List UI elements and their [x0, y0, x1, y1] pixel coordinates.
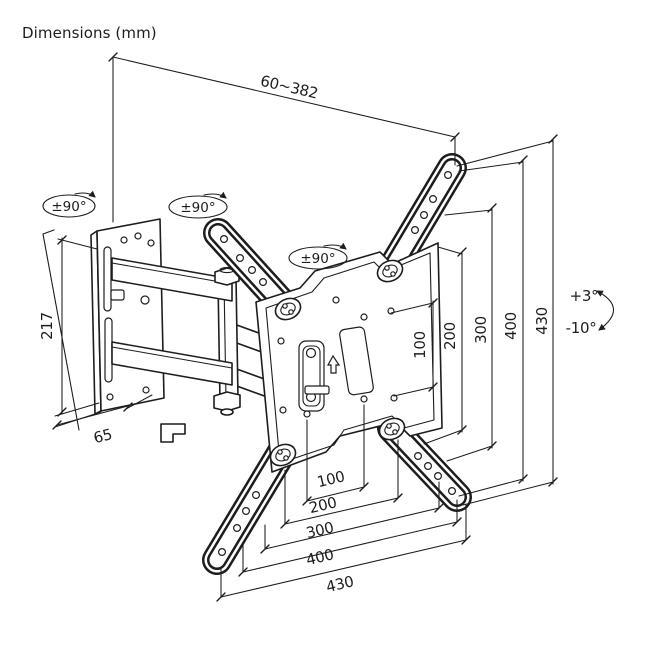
vesa-plate	[255, 242, 443, 473]
swivel-symbol-plate	[288, 242, 348, 270]
dim-vesa-vertical-300	[444, 203, 497, 462]
wall-plate-slot-bottom	[104, 317, 113, 383]
pivot-bosses	[269, 259, 406, 467]
dim-extension-range	[108, 52, 460, 223]
wall-plate-width-label: 65	[92, 425, 114, 447]
vesa-vertical-400-label: 400	[502, 312, 520, 340]
vesa-horizontal-400-label: 400	[304, 545, 335, 569]
dim-vesa-horizontal-400	[238, 499, 462, 577]
wall-edge	[42, 229, 80, 431]
swivel-symbol-wall	[42, 190, 96, 218]
tilt-symbol	[596, 290, 615, 331]
up-arrow-icon	[326, 354, 341, 374]
vesa-arm-bottom-right	[377, 413, 472, 512]
wall-plate	[90, 218, 165, 415]
dim-vesa-vertical-100	[390, 298, 438, 397]
post-bolt-top	[214, 267, 240, 286]
dim-vesa-vertical-400	[458, 155, 528, 497]
dim-vesa-vertical-200	[423, 246, 467, 445]
post-bolt-bottom	[213, 391, 241, 412]
swivel-arm-label: ±90°	[180, 200, 215, 216]
tilt-up-label: +3°	[570, 287, 599, 305]
page-title: Dimensions (mm)	[22, 24, 157, 42]
vesa-horizontal-430-label: 430	[324, 572, 355, 596]
dim-wall-plate-height	[54, 235, 100, 417]
vesa-horizontal-200-label: 200	[307, 493, 338, 517]
plate-channel	[298, 340, 330, 412]
plate-cutout	[339, 326, 374, 396]
dim-vesa-horizontal-200	[280, 439, 403, 529]
vesa-vertical-300-label: 300	[472, 316, 490, 344]
vesa-vertical-100-label: 100	[411, 331, 429, 359]
wall-plate-height-label: 217	[38, 312, 56, 340]
dim-vesa-horizontal-300	[260, 481, 444, 554]
dim-vesa-vertical-430	[456, 134, 558, 506]
vesa-vertical-430-label: 430	[533, 307, 551, 335]
vesa-horizontal-300-label: 300	[304, 518, 335, 542]
dim-vesa-horizontal-430	[216, 504, 471, 602]
safety-clip	[160, 423, 186, 443]
swivel-plate-label: ±90°	[300, 251, 335, 267]
swivel-symbol-arm	[168, 191, 228, 219]
tilt-down-label: -10°	[566, 319, 597, 337]
dim-wall-plate-width	[52, 394, 153, 430]
vesa-arm-top-right	[375, 153, 467, 287]
swivel-wall-label: ±90°	[51, 199, 86, 215]
dim-vesa-horizontal-100	[302, 404, 369, 506]
vesa-horizontal-100-label: 100	[315, 467, 346, 491]
wall-plate-slot-top	[103, 246, 112, 312]
vesa-vertical-200-label: 200	[441, 322, 459, 350]
hinge-bolt-top	[110, 289, 125, 301]
